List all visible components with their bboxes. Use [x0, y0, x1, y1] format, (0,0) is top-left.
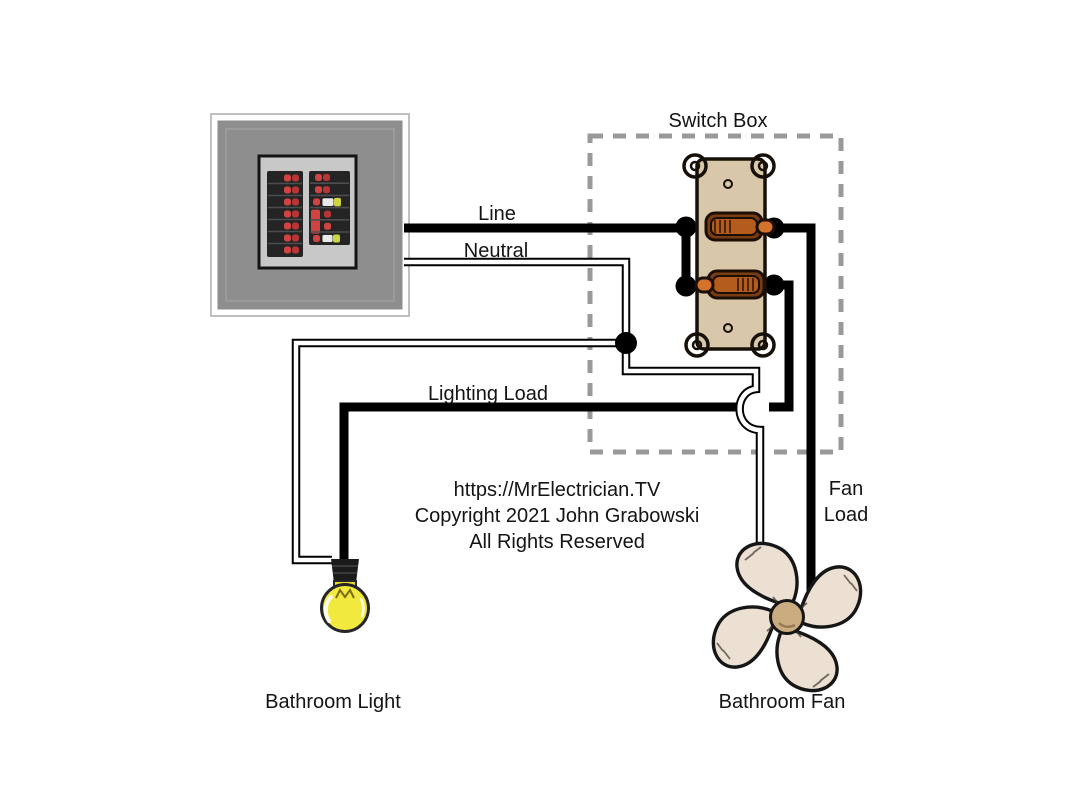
circuit-breaker-panel [210, 113, 410, 317]
switch-plate [695, 157, 767, 351]
breaker-switches-left [268, 174, 302, 254]
fan-load-wire [774, 223, 816, 600]
mounting-screws [682, 153, 776, 358]
watermark-url: https://MrElectrician.TV [454, 479, 661, 501]
fan-load-label-line2: Load [824, 504, 869, 526]
terminal-dot-line-bottom [675, 275, 697, 297]
neutral-wire-to-light [291, 338, 624, 565]
bulb-socket [331, 559, 359, 583]
duplex-switch-device [675, 153, 785, 358]
lighting-load-wire-upper [769, 280, 794, 412]
switch-box-dashed-border [587, 133, 844, 455]
line-label: Line [478, 203, 516, 225]
lighting-load-wire-lower [339, 402, 739, 566]
neutral-junction-dot [615, 332, 637, 354]
neutral-wire-from-panel [404, 257, 631, 340]
fan-toggle-switch [704, 211, 776, 242]
neutral-wire-to-fan [621, 340, 765, 554]
bathroom-light-bulb [320, 559, 370, 633]
light-toggle-switch [694, 269, 766, 300]
toggle-tip [755, 218, 776, 236]
bathroom-fan-label: Bathroom Fan [719, 691, 846, 713]
bathroom-exhaust-fan [711, 541, 863, 693]
breaker-switches-right [310, 174, 349, 243]
watermark-rights: All Rights Reserved [469, 531, 645, 553]
bulb-highlight [323, 595, 333, 623]
bulb-globe [320, 583, 370, 633]
fan-hub [769, 599, 805, 635]
fan-load-label-line1: Fan [829, 478, 863, 500]
toggle-tip [694, 276, 715, 294]
switch-box-label: Switch Box [669, 110, 768, 132]
watermark-copyright: Copyright 2021 John Grabowski [415, 505, 700, 527]
neutral-label: Neutral [464, 240, 528, 262]
terminal-dot-light [763, 274, 785, 296]
lighting-load-label: Lighting Load [428, 383, 548, 405]
bulb-filament [335, 588, 355, 599]
terminal-dot-line-top [675, 216, 697, 238]
bathroom-light-label: Bathroom Light [265, 691, 401, 713]
